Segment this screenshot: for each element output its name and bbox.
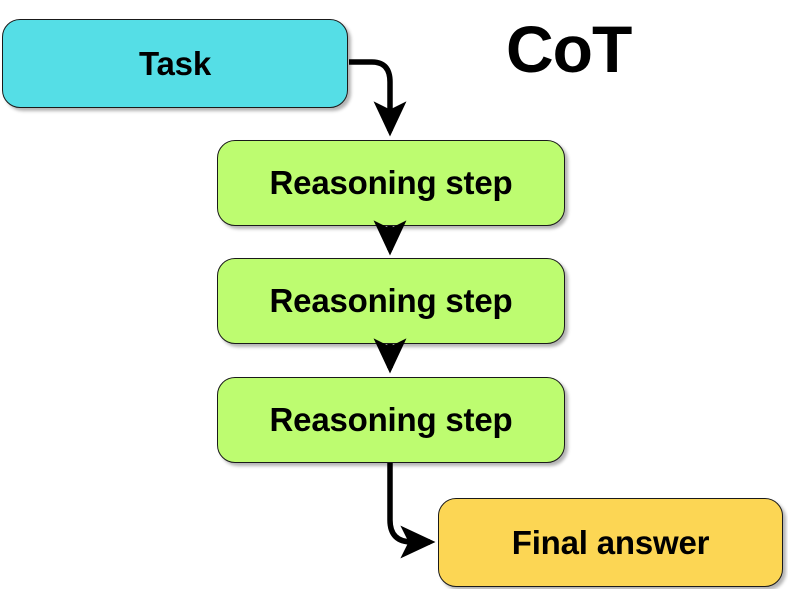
node-final-answer[interactable]: Final answer bbox=[438, 498, 783, 587]
node-reasoning-step-1-label: Reasoning step bbox=[269, 164, 513, 201]
node-reasoning-step-3-label: Reasoning step bbox=[269, 401, 513, 438]
node-reasoning-step-3[interactable]: Reasoning step bbox=[217, 377, 565, 463]
diagram-title: CoT bbox=[506, 12, 632, 86]
node-reasoning-step-2[interactable]: Reasoning step bbox=[217, 258, 565, 344]
edge-reasoning-3-to-final-answer bbox=[387, 463, 436, 559]
node-final-answer-label: Final answer bbox=[511, 523, 710, 561]
node-reasoning-step-1[interactable]: Reasoning step bbox=[217, 140, 565, 226]
node-task[interactable]: Task bbox=[2, 19, 348, 108]
node-reasoning-step-2-label: Reasoning step bbox=[269, 282, 513, 319]
edge-task-to-reasoning-1 bbox=[349, 59, 407, 137]
node-task-label: Task bbox=[139, 44, 211, 82]
